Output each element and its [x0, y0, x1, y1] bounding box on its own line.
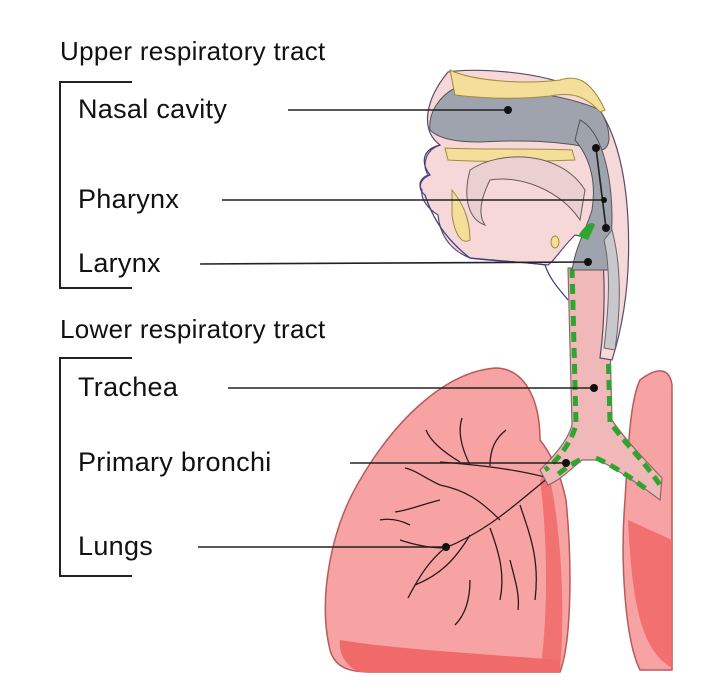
trachea-label: Trachea	[78, 372, 179, 402]
pointer-dots	[442, 106, 610, 551]
tooth	[451, 188, 471, 242]
lower-bracket	[59, 357, 132, 577]
skull-bone	[449, 69, 606, 113]
bronchial-tree	[379, 417, 549, 626]
pharynx-label: Pharynx	[78, 184, 180, 214]
lower-tract-heading: Lower respiratory tract	[60, 314, 326, 344]
palate-bone	[444, 147, 576, 162]
larynx-label: Larynx	[78, 248, 161, 278]
upper-tract-heading: Upper respiratory tract	[60, 36, 326, 66]
tongue	[466, 156, 586, 226]
lungs-label: Lungs	[78, 531, 154, 561]
left-lung	[324, 367, 571, 673]
primary-bronchi-label: Primary bronchi	[78, 447, 272, 477]
upper-bracket	[59, 81, 132, 289]
leader-lines	[198, 109, 607, 548]
nasal-cavity-shape	[429, 87, 610, 151]
cilia-lining	[543, 267, 663, 494]
nasal-cavity-label: Nasal cavity	[78, 94, 228, 124]
pharynx-shape	[571, 119, 613, 271]
face-outline	[419, 144, 569, 301]
epiglottis	[578, 223, 595, 240]
